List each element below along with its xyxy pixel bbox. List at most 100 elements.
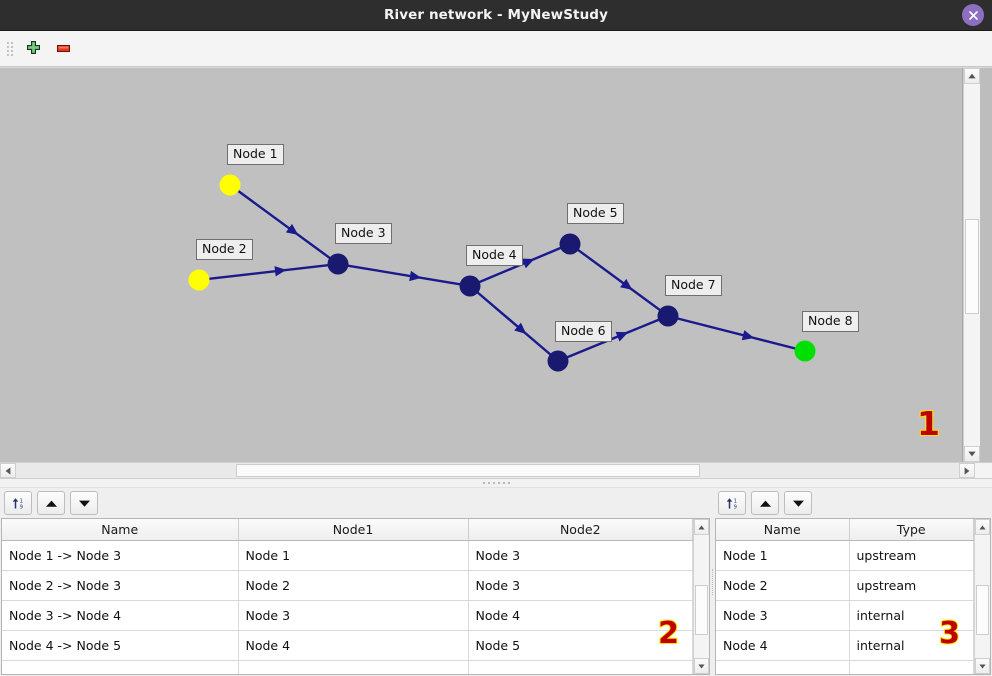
nodes-table-row-partial[interactable]	[716, 660, 974, 674]
nodes-cell-type[interactable]: internal	[849, 630, 974, 661]
links-cell-node1[interactable]: Node 4	[238, 630, 469, 661]
nodes-cell-type[interactable]: internal	[849, 600, 974, 631]
graph-node-label-node-6[interactable]: Node 6	[555, 321, 612, 342]
graph-node-label-node-8[interactable]: Node 8	[802, 311, 859, 332]
links-cell-node1[interactable]: Node 1	[238, 540, 469, 571]
links-table-row-partial[interactable]	[2, 660, 693, 674]
horizontal-splitter[interactable]	[0, 479, 992, 488]
graph-hscroll-track[interactable]	[16, 463, 959, 478]
graph-node[interactable]	[459, 275, 481, 297]
network-graph-canvas[interactable]: Node 1 Node 2 Node 3 Node 4 Node 5 Node 6 Node…	[0, 68, 963, 462]
links-cell-name[interactable]: Node 2 -> Node 3	[2, 570, 239, 601]
graph-horizontal-scrollbar[interactable]	[0, 462, 992, 479]
graph-node[interactable]	[794, 340, 816, 362]
nodes-sort-toolbar: 1 9	[714, 488, 992, 518]
links-sort-ascending-button[interactable]: 1 9	[4, 491, 32, 515]
nodes-cell-name[interactable]: Node 3	[716, 600, 850, 631]
nodes-column-header-name[interactable]: Name	[716, 519, 850, 541]
graph-node-label-node-1[interactable]: Node 1	[227, 144, 284, 165]
graph-node[interactable]	[657, 305, 679, 327]
nodes-cell-name[interactable]: Node 1	[716, 540, 850, 571]
nodes-move-down-button[interactable]	[784, 491, 812, 515]
links-column-header-node2[interactable]: Node2	[468, 519, 693, 541]
links-cell-node2[interactable]: Node 3	[468, 570, 693, 601]
nodes-cell-name[interactable]: Node 4	[716, 630, 850, 661]
graph-edge	[677, 317, 796, 350]
links-move-down-button[interactable]	[70, 491, 98, 515]
graph-vscroll-track[interactable]	[964, 84, 980, 446]
links-scroll-down-button[interactable]	[694, 658, 709, 674]
graph-edge-arrow	[274, 266, 287, 277]
triangle-down-icon	[78, 500, 90, 507]
links-table-vertical-scrollbar[interactable]	[693, 519, 709, 674]
scroll-down-button[interactable]	[964, 446, 980, 462]
links-cell-name[interactable]: Node 1 -> Node 3	[2, 540, 239, 571]
links-cell-node1[interactable]: Node 2	[238, 570, 469, 601]
nodes-table-vertical-scrollbar[interactable]	[974, 519, 990, 674]
nodes-column-header-type[interactable]: Type	[849, 519, 974, 541]
graph-node[interactable]	[547, 350, 569, 372]
nodes-move-up-button[interactable]	[751, 491, 779, 515]
vertical-splitter[interactable]	[711, 488, 714, 676]
graph-node-label-node-7[interactable]: Node 7	[665, 275, 722, 296]
remove-node-button[interactable]	[49, 36, 77, 62]
links-vscroll-thumb[interactable]	[695, 585, 708, 635]
graph-node[interactable]	[219, 174, 241, 196]
nodes-scroll-up-button[interactable]	[975, 519, 990, 535]
minus-icon	[56, 45, 70, 52]
graph-node-label-node-2[interactable]: Node 2	[196, 239, 253, 260]
graph-node[interactable]	[559, 233, 581, 255]
links-vscroll-track[interactable]	[694, 535, 709, 658]
graph-node-label-node-4[interactable]: Node 4	[466, 245, 523, 266]
links-cell-node1[interactable]: Node 3	[238, 600, 469, 631]
graph-edge-arrow	[615, 331, 629, 342]
links-cell-name[interactable]: Node 4 -> Node 5	[2, 630, 239, 661]
add-node-button[interactable]	[19, 36, 47, 62]
scroll-left-button[interactable]	[0, 463, 16, 478]
scroll-right-button[interactable]	[959, 463, 975, 478]
links-column-header-name[interactable]: Name	[2, 519, 239, 541]
graph-edge-arrow	[521, 258, 535, 269]
graph-hscroll-thumb[interactable]	[236, 464, 700, 477]
nodes-vscroll-track[interactable]	[975, 535, 990, 658]
nodes-cell-name[interactable]: Node 2	[716, 570, 850, 601]
links-cell-node2[interactable]: Node 5	[468, 630, 693, 661]
graph-vscroll-thumb[interactable]	[965, 219, 979, 314]
nodes-scroll-down-button[interactable]	[975, 658, 990, 674]
nodes-vscroll-thumb[interactable]	[976, 585, 989, 635]
graph-node[interactable]	[327, 253, 349, 275]
toolbar-drag-handle[interactable]	[6, 38, 13, 60]
graph-node-label-node-3[interactable]: Node 3	[335, 223, 392, 244]
graph-vertical-scrollbar[interactable]	[963, 68, 980, 462]
links-cell-name[interactable]: Node 3 -> Node 4	[2, 600, 239, 631]
links-column-header-node1[interactable]: Node1	[238, 519, 469, 541]
close-icon[interactable]	[962, 4, 984, 26]
links-move-up-button[interactable]	[37, 491, 65, 515]
links-scroll-up-button[interactable]	[694, 519, 709, 535]
nodes-cell-type[interactable]: upstream	[849, 570, 974, 601]
close-glyph	[968, 10, 978, 20]
nodes-sort-ascending-button[interactable]: 1 9	[718, 491, 746, 515]
nodes-cell-type[interactable]: upstream	[849, 540, 974, 571]
scroll-up-button[interactable]	[964, 68, 980, 84]
links-cell-node2[interactable]: Node 3	[468, 540, 693, 571]
graph-node[interactable]	[188, 269, 210, 291]
links-cell-node2[interactable]: Node 4	[468, 600, 693, 631]
graph-edge-arrow	[620, 278, 633, 290]
graph-node-label-node-5[interactable]: Node 5	[567, 203, 624, 224]
